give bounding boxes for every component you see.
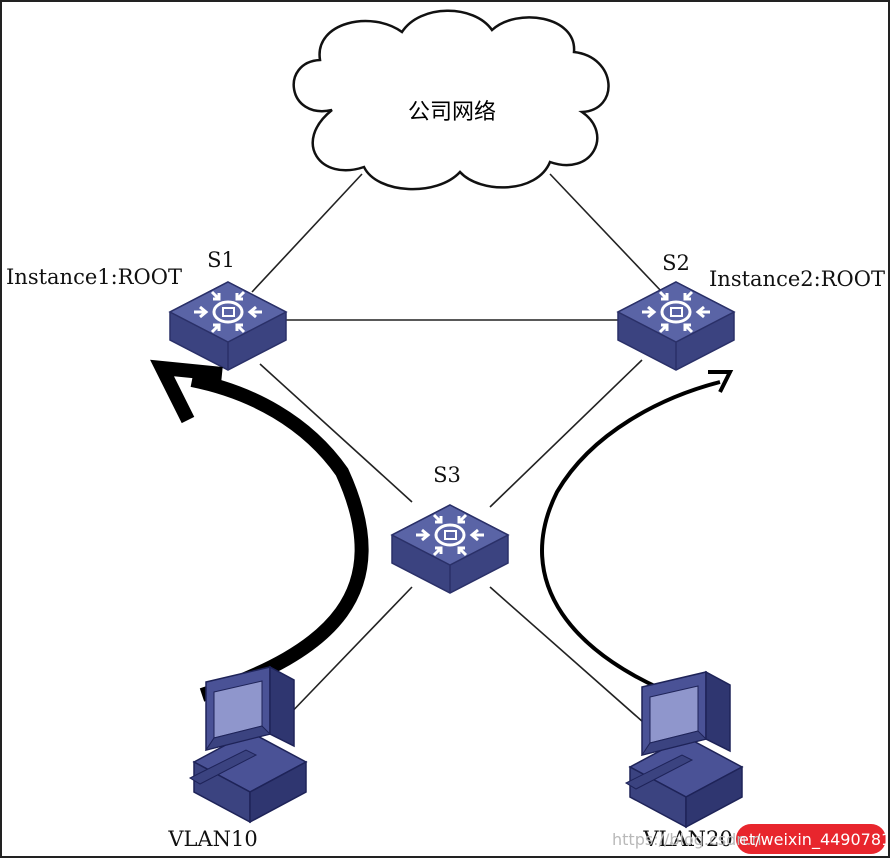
instance-label-s1: Instance1:ROOT [6, 265, 182, 289]
link-s3-vlan20 [489, 586, 653, 731]
watermark-badge [736, 824, 886, 854]
vlan20-path-arrow [540, 370, 734, 702]
cloud-shape [292, 9, 610, 191]
switch-icon [168, 280, 288, 372]
switch-s2 [616, 280, 736, 372]
instance-label-s2: Instance2:ROOT [709, 267, 885, 291]
switch-label-s2: S2 [662, 251, 690, 275]
host-vlan10 [189, 666, 307, 823]
computer-icon [625, 671, 743, 828]
switch-icon [616, 280, 736, 372]
link-cloud-s1 [251, 173, 363, 293]
host-label-vlan10: VLAN10 [167, 827, 257, 851]
watermark: https://blog.csdn.n et/weixin_44907813 [612, 824, 890, 854]
vlan10-path-arrow [150, 359, 369, 702]
link-s2-s3 [489, 359, 643, 508]
watermark-user-text: et/weixin_44907813 [739, 830, 888, 850]
switch-label-s1: S1 [207, 248, 235, 272]
watermark-site-text: https://blog.csdn.n [612, 830, 762, 849]
host-vlan20 [625, 671, 743, 828]
switch-s1 [168, 280, 288, 372]
link-s3-vlan10 [283, 586, 413, 721]
computer-icon [189, 666, 307, 823]
network-links [251, 173, 663, 731]
company-network-cloud: 公司网络 [292, 9, 610, 191]
host-label-vlan20: VLAN20 [642, 827, 732, 851]
link-cloud-s2 [549, 173, 663, 293]
link-s1-s3 [259, 363, 413, 503]
switch-label-s3: S3 [433, 463, 461, 487]
cloud-label: 公司网络 [408, 100, 496, 125]
switch-s3 [390, 503, 510, 595]
switch-icon [390, 503, 510, 595]
